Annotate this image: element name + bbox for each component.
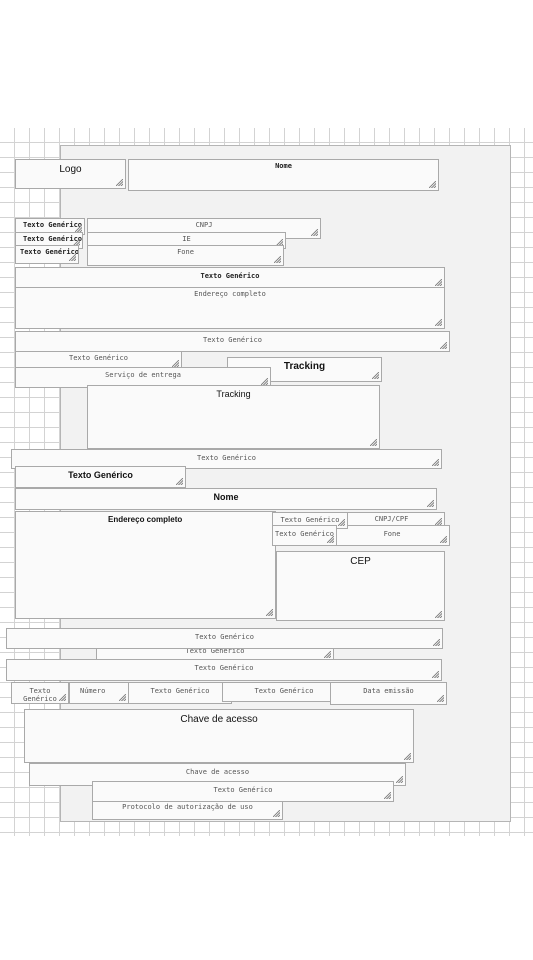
fone-label: Fone: [177, 248, 194, 256]
access-key-barcode-label: Chave de acesso: [180, 714, 258, 725]
tracking-barcode-label: Tracking: [216, 389, 251, 399]
generic-text-label: Texto Genérico: [194, 633, 254, 641]
generic-text-label: Texto Genérico: [23, 687, 57, 703]
resize-handle-icon[interactable]: [311, 229, 318, 236]
generic-text-field-16[interactable]: Texto Genérico: [222, 682, 346, 702]
resize-handle-icon[interactable]: [433, 639, 440, 646]
generic-text-label: Texto Genérico: [274, 530, 334, 538]
resize-handle-icon[interactable]: [338, 519, 345, 526]
recipient-name-label: Nome: [213, 492, 239, 502]
resize-handle-icon[interactable]: [384, 792, 391, 799]
generic-text-label: Texto Genérico: [202, 336, 262, 344]
generic-text-label: Texto Genérico: [68, 354, 128, 362]
generic-text-field-7[interactable]: Texto Genérico: [11, 449, 442, 469]
data-emissao-label: Data emissão: [363, 687, 414, 695]
cnpj-cpf-label: CNPJ/CPF: [374, 515, 409, 523]
sender-name-label: Nome: [275, 162, 292, 170]
resize-handle-icon[interactable]: [429, 181, 436, 188]
access-key-text-label: Chave de acesso: [185, 768, 250, 776]
resize-handle-icon[interactable]: [176, 478, 183, 485]
resize-handle-icon[interactable]: [440, 536, 447, 543]
generic-text-field-5[interactable]: Texto Genérico: [15, 331, 450, 352]
resize-handle-icon[interactable]: [435, 279, 442, 286]
resize-handle-icon[interactable]: [324, 651, 331, 658]
resize-handle-icon[interactable]: [69, 254, 76, 261]
recipient-address-field[interactable]: Endereço completo: [15, 511, 276, 619]
generic-text-field-8[interactable]: Texto Genérico: [15, 466, 186, 488]
generic-text-label: Texto Genérico: [23, 235, 83, 243]
resize-handle-icon[interactable]: [119, 694, 126, 701]
generic-text-field-13[interactable]: Texto Genérico: [6, 659, 442, 681]
recipient-address-label: Endereço completo: [108, 515, 183, 524]
resize-handle-icon[interactable]: [116, 179, 123, 186]
cep-label: CEP: [350, 556, 371, 567]
generic-text-label: Texto Genérico: [150, 687, 210, 695]
tracking-code-label: Tracking: [283, 361, 326, 372]
recipient-fone-label: Fone: [383, 530, 401, 538]
generic-text-label: Texto Genérico: [196, 454, 256, 462]
recipient-name-field[interactable]: Nome: [15, 488, 437, 510]
access-key-barcode-field[interactable]: Chave de acesso: [24, 709, 414, 763]
resize-handle-icon[interactable]: [276, 239, 283, 246]
generic-text-field-3[interactable]: Texto Genérico: [15, 245, 79, 264]
generic-text-label: Texto Genérico: [20, 248, 79, 256]
resize-handle-icon[interactable]: [404, 753, 411, 760]
resize-handle-icon[interactable]: [75, 225, 82, 232]
cep-field[interactable]: CEP: [276, 551, 445, 621]
ie-label: IE: [182, 235, 191, 243]
generic-text-label: Texto Genérico: [280, 516, 340, 524]
resize-handle-icon[interactable]: [273, 810, 280, 817]
recipient-fone-field[interactable]: Fone: [334, 525, 450, 546]
generic-text-label: Texto Genérico: [185, 647, 245, 655]
cnpj-label: CNPJ: [195, 221, 213, 229]
resize-handle-icon[interactable]: [437, 695, 444, 702]
sender-address-field[interactable]: Endereço completo: [15, 287, 445, 329]
resize-handle-icon[interactable]: [440, 342, 447, 349]
generic-text-field-10[interactable]: Texto Genérico: [272, 525, 337, 546]
resize-handle-icon[interactable]: [172, 360, 179, 367]
resize-handle-icon[interactable]: [266, 609, 273, 616]
generic-text-field-4[interactable]: Texto Genérico: [15, 267, 445, 289]
generic-text-label: Texto Genérico: [194, 664, 254, 672]
numero-field[interactable]: Número: [69, 682, 129, 704]
resize-handle-icon[interactable]: [370, 439, 377, 446]
generic-text-field-12[interactable]: Texto Genérico: [6, 628, 443, 649]
protocol-label: Protocolo de autorização de uso: [122, 803, 253, 811]
resize-handle-icon[interactable]: [59, 694, 66, 701]
resize-handle-icon[interactable]: [73, 239, 80, 246]
generic-text-label: Texto Genérico: [213, 786, 273, 794]
resize-handle-icon[interactable]: [435, 319, 442, 326]
generic-text-field-14[interactable]: Texto Genérico: [11, 682, 69, 704]
resize-handle-icon[interactable]: [432, 671, 439, 678]
generic-text-label: Texto Genérico: [200, 272, 260, 280]
fone-field[interactable]: Fone: [87, 245, 284, 266]
resize-handle-icon[interactable]: [261, 378, 268, 385]
tracking-barcode-field[interactable]: Tracking: [87, 385, 380, 449]
protocol-field[interactable]: Protocolo de autorização de uso: [92, 801, 283, 820]
resize-handle-icon[interactable]: [427, 500, 434, 507]
generic-text-field-17[interactable]: Texto Genérico: [92, 781, 394, 802]
generic-text-label: Texto Genérico: [68, 470, 133, 480]
logo-field-label: Logo: [59, 164, 82, 175]
resize-handle-icon[interactable]: [396, 776, 403, 783]
resize-handle-icon[interactable]: [435, 611, 442, 618]
sender-name-field[interactable]: Nome: [128, 159, 439, 191]
logo-field[interactable]: Logo: [15, 159, 126, 189]
sender-address-label: Endereço completo: [194, 290, 266, 298]
delivery-service-label: Serviço de entrega: [105, 371, 181, 379]
resize-handle-icon[interactable]: [435, 518, 442, 525]
data-emissao-field[interactable]: Data emissão: [330, 682, 447, 705]
numero-label: Número: [80, 687, 106, 695]
generic-text-label: Texto Genérico: [23, 221, 83, 229]
resize-handle-icon[interactable]: [274, 256, 281, 263]
generic-text-field-15[interactable]: Texto Genérico: [128, 682, 232, 704]
generic-text-label: Texto Genérico: [254, 687, 314, 695]
resize-handle-icon[interactable]: [327, 536, 334, 543]
resize-handle-icon[interactable]: [432, 459, 439, 466]
resize-handle-icon[interactable]: [372, 372, 379, 379]
